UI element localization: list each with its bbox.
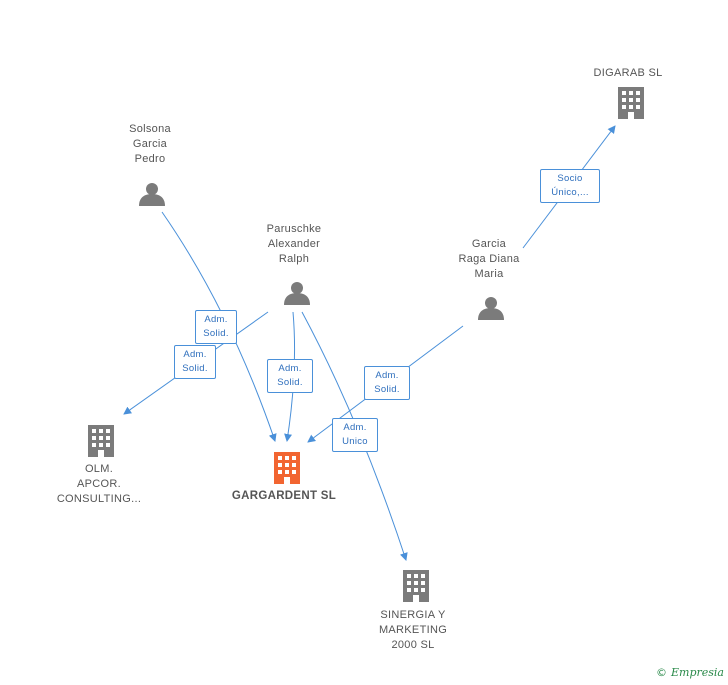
node-label-digarab[interactable]: DIGARAB SL	[593, 67, 663, 79]
node-label-sinergia[interactable]: SINERGIA Y MARKETING 2000 SL	[378, 609, 448, 651]
node-label-garcia[interactable]: Garcia Raga Diana Maria	[458, 238, 520, 280]
person-icon-paruschke[interactable]	[284, 282, 310, 305]
footer-brand[interactable]: © Empresia	[656, 666, 724, 679]
edge-label-socio[interactable]: Socio Único,...	[540, 169, 600, 203]
edge-label-adm-garcia[interactable]: Adm. Solid.	[364, 366, 410, 400]
node-label-paruschke[interactable]: Paruschke Alexander Ralph	[266, 223, 322, 265]
building-icon-gargardent[interactable]	[274, 452, 300, 484]
node-label-olm[interactable]: OLM. APCOR. CONSULTING...	[56, 463, 142, 505]
building-icon-sinergia[interactable]	[403, 570, 429, 602]
copyright-icon: ©	[656, 666, 667, 679]
person-icon-solsona[interactable]	[139, 183, 165, 206]
edge-label-adm-paruschke[interactable]: Adm. Solid.	[267, 359, 313, 393]
node-label-solsona[interactable]: Solsona Garcia Pedro	[129, 123, 171, 165]
person-icon-garcia[interactable]	[478, 297, 504, 320]
edge-label-adm-unico[interactable]: Adm. Unico	[332, 418, 378, 452]
building-icon-digarab[interactable]	[618, 87, 644, 119]
building-icon-olm[interactable]	[88, 425, 114, 457]
node-label-gargardent[interactable]: GARGARDENT SL	[231, 490, 337, 502]
brand-logo: Empresia	[671, 666, 724, 679]
edge-label-adm-olm[interactable]: Adm. Solid.	[174, 345, 216, 379]
edge-label-adm-solsona[interactable]: Adm. Solid.	[195, 310, 237, 344]
